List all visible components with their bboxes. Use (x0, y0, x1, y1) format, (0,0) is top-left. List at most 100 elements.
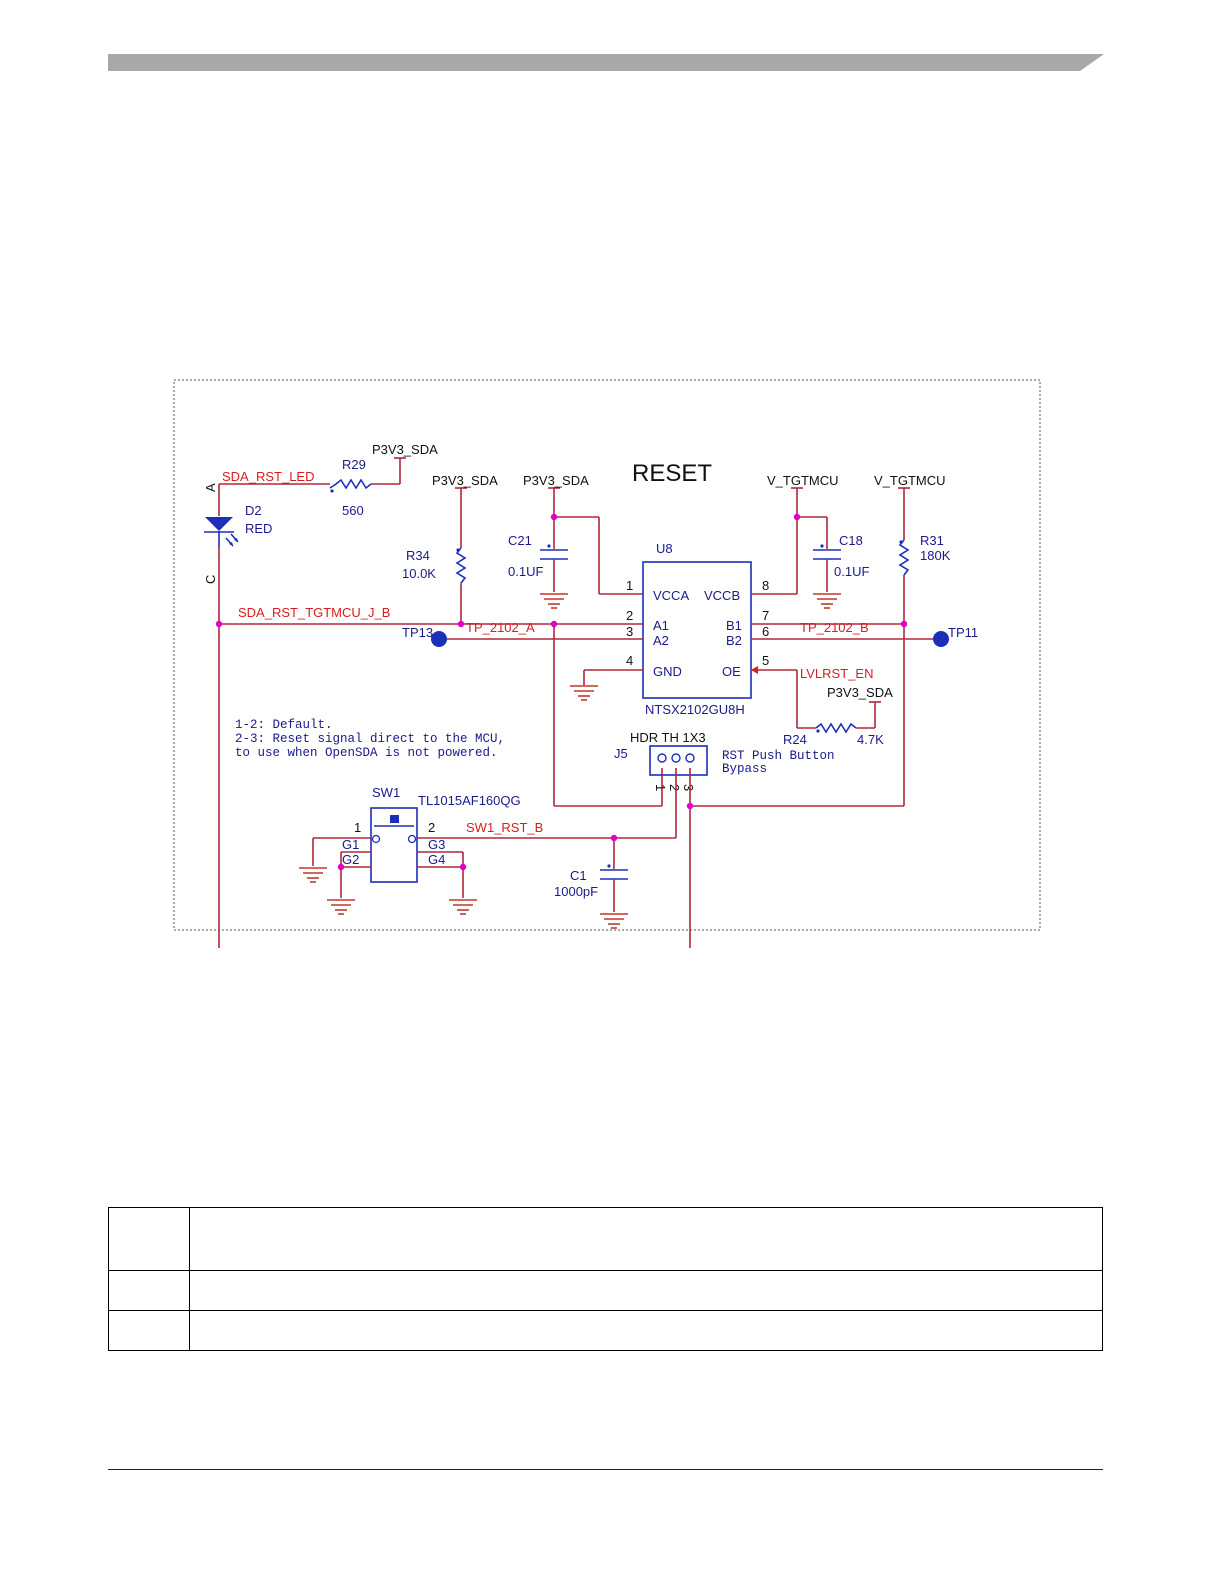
svg-text:R24: R24 (783, 732, 807, 747)
svg-text:1: 1 (354, 820, 361, 835)
svg-text:U8: U8 (656, 541, 673, 556)
svg-text:TP11: TP11 (948, 625, 978, 640)
table-row (108, 1270, 1103, 1311)
resistor-r31 (898, 539, 910, 576)
svg-text:GND: GND (653, 664, 682, 679)
svg-text:8: 8 (762, 578, 769, 593)
svg-text:4: 4 (626, 653, 633, 668)
footer-rule (108, 1469, 1103, 1470)
led-d2 (204, 517, 239, 548)
svg-text:A2: A2 (653, 633, 669, 648)
net-label-sw1-rst-b: SW1_RST_B (466, 820, 543, 835)
svg-text:SW1: SW1 (372, 785, 400, 800)
svg-text:0.1UF: 0.1UF (508, 564, 543, 579)
ground-c18 (813, 593, 841, 609)
svg-text:C18: C18 (839, 533, 863, 548)
svg-text:TP13: TP13 (402, 625, 433, 640)
net-label-tp-2102-b: TP_2102_B (800, 620, 869, 635)
svg-text:C: C (203, 575, 218, 584)
svg-text:5: 5 (762, 653, 769, 668)
svg-text:J5: J5 (614, 746, 628, 761)
svg-text:1: 1 (626, 578, 633, 593)
empty-table (108, 1207, 1103, 1351)
svg-text:HDR TH 1X3: HDR TH 1X3 (630, 730, 706, 745)
resistor-r34 (455, 547, 467, 584)
ground-sw1-c (449, 899, 477, 915)
svg-text:P3V3_SDA: P3V3_SDA (372, 442, 438, 457)
net-label-sda-rst-led: SDA_RST_LED (222, 469, 314, 484)
svg-text:C1: C1 (570, 868, 587, 883)
svg-text:P3V3_SDA: P3V3_SDA (432, 473, 498, 488)
svg-text:VCCB: VCCB (704, 588, 740, 603)
svg-text:R31: R31 (920, 533, 944, 548)
svg-text:2-3: Reset signal direct to th: 2-3: Reset signal direct to the MCU, (235, 732, 505, 746)
svg-text:10.0K: 10.0K (402, 566, 436, 581)
svg-text:D2: D2 (245, 503, 262, 518)
svg-text:6: 6 (762, 624, 769, 639)
svg-text:1: 1 (653, 784, 668, 791)
svg-text:A: A (203, 483, 218, 492)
svg-text:P3V3_SDA: P3V3_SDA (827, 685, 893, 700)
svg-text:4.7K: 4.7K (857, 732, 884, 747)
svg-text:V_TGTMCU: V_TGTMCU (767, 473, 839, 488)
svg-text:3: 3 (681, 784, 696, 791)
svg-text:3: 3 (626, 624, 633, 639)
svg-text:Bypass: Bypass (722, 762, 767, 776)
table-cell (108, 1207, 190, 1271)
header-j5 (649, 745, 708, 776)
svg-text:1-2: Default.: 1-2: Default. (235, 718, 333, 732)
svg-text:2: 2 (428, 820, 435, 835)
ic-u8 (642, 561, 752, 699)
net-label-lvlrst-en: LVLRST_EN (800, 666, 873, 681)
table-cell (108, 1310, 190, 1351)
resistor-r29 (329, 478, 372, 493)
svg-text:C21: C21 (508, 533, 532, 548)
svg-text:0.1UF: 0.1UF (834, 564, 869, 579)
ground-u8 (570, 685, 598, 701)
svg-text:P3V3_SDA: P3V3_SDA (523, 473, 589, 488)
table-cell (189, 1270, 1103, 1311)
svg-text:G2: G2 (342, 852, 359, 867)
svg-text:7: 7 (762, 608, 769, 623)
svg-text:G4: G4 (428, 852, 445, 867)
svg-text:R29: R29 (342, 457, 366, 472)
svg-text:B1: B1 (726, 618, 742, 633)
table-row (108, 1207, 1103, 1271)
svg-text:RED: RED (245, 521, 272, 536)
svg-text:A1: A1 (653, 618, 669, 633)
net-label-tp-2102-a: TP_2102_A (466, 620, 535, 635)
svg-text:G3: G3 (428, 837, 445, 852)
table-row (108, 1310, 1103, 1351)
svg-text:VCCA: VCCA (653, 588, 689, 603)
table-cell (189, 1310, 1103, 1351)
ground-c1 (600, 913, 628, 929)
svg-text:560: 560 (342, 503, 364, 518)
switch-sw1 (370, 807, 418, 883)
svg-text:1000pF: 1000pF (554, 884, 598, 899)
ground-c21 (540, 593, 568, 609)
svg-text:to use when OpenSDA is not pow: to use when OpenSDA is not powered. (235, 746, 498, 760)
svg-text:V_TGTMCU: V_TGTMCU (874, 473, 946, 488)
ground-sw1-a (299, 867, 327, 883)
svg-text:180K: 180K (920, 548, 951, 563)
table-cell (108, 1270, 190, 1311)
page-header-bar (108, 54, 1104, 71)
svg-text:2: 2 (626, 608, 633, 623)
svg-text:B2: B2 (726, 633, 742, 648)
schematic-title: RESET (632, 460, 712, 487)
schematic-border (173, 379, 1041, 931)
svg-text:R34: R34 (406, 548, 430, 563)
table-cell (189, 1207, 1103, 1271)
svg-text:TL1015AF160QG: TL1015AF160QG (418, 793, 521, 808)
ground-sw1-b (327, 899, 355, 915)
junctions (215, 513, 908, 871)
svg-text:OE: OE (722, 664, 741, 679)
svg-text:2: 2 (667, 784, 682, 791)
resistor-r24 (815, 722, 857, 734)
svg-text:NTSX2102GU8H: NTSX2102GU8H (645, 702, 745, 717)
net-label-sda-rst-tgtmcu: SDA_RST_TGTMCU_J_B (238, 605, 390, 620)
reset-schematic: RESET A C D2 RED SDA_RST_LED R29 560 P3V… (173, 379, 1041, 948)
test-point-tp11 (933, 631, 949, 647)
svg-text:RST Push Button: RST Push Button (722, 749, 835, 763)
test-point-tp13 (431, 631, 447, 647)
